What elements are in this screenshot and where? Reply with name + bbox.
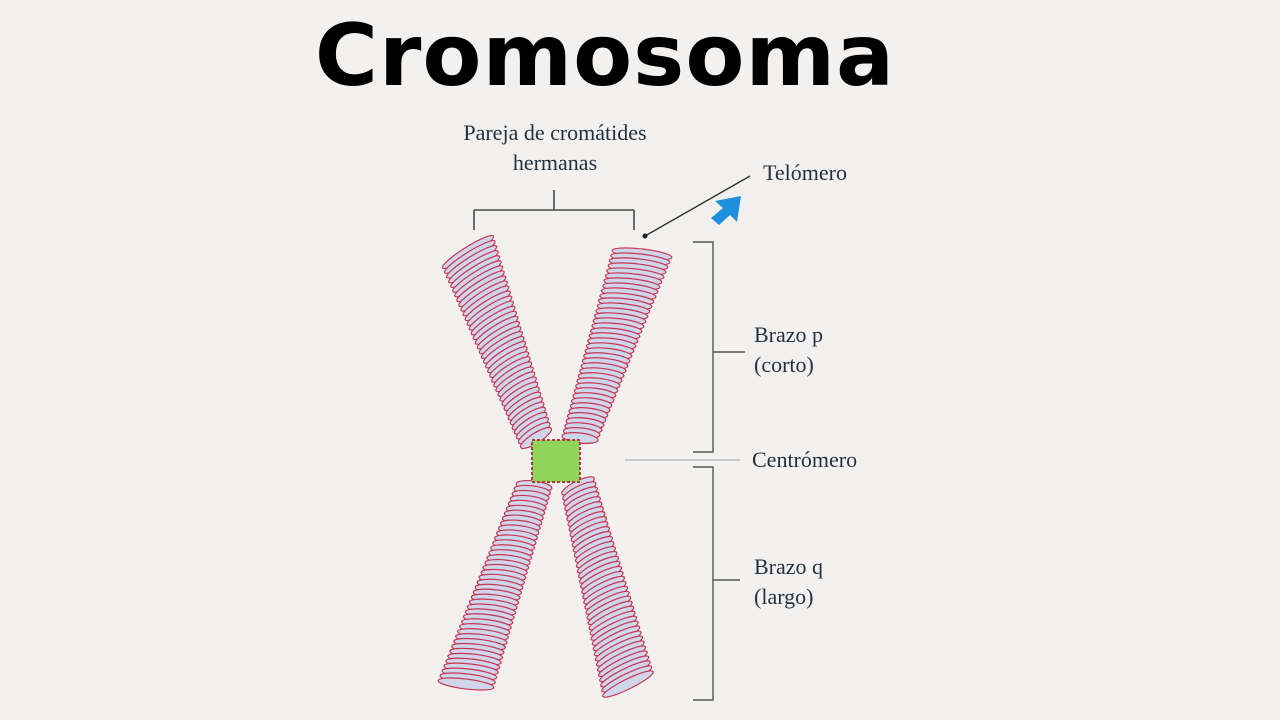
q-arm-label-line1: Brazo q [754, 554, 824, 579]
sister-chromatids-label-line2: hermanas [512, 150, 598, 175]
chromatid-arm-upper-left [441, 234, 553, 450]
q-arm-label: Brazo q (largo) [754, 552, 823, 612]
q-arm-label-line2: (largo) [754, 584, 814, 609]
p-arm-label-line1: Brazo p [754, 322, 824, 347]
sister-chromatids-bracket [473, 190, 635, 230]
telomere-pointer [642, 175, 751, 239]
centromere-block [531, 439, 581, 483]
chromatid-arm-lower-right [561, 476, 654, 698]
chromatid-arm-lower-left [437, 479, 553, 691]
p-arm-bracket [693, 241, 745, 453]
centromere-label: Centrómero [752, 447, 858, 472]
coil-loop [437, 677, 495, 691]
sister-chromatids-label-line1: Pareja de cromátides [463, 120, 647, 145]
p-arm-label: Brazo p (corto) [754, 320, 823, 380]
chromatid-arm-upper-right [561, 247, 673, 444]
page-title: Cromosoma [314, 6, 896, 106]
p-arm-label-line2: (corto) [754, 352, 814, 377]
q-arm-bracket [693, 466, 740, 701]
telomere-label: Telómero [763, 160, 847, 185]
sister-chromatids-label: Pareja de cromátides hermanas [430, 118, 680, 178]
arrow-icon [711, 196, 741, 225]
coil-loop [602, 670, 654, 698]
chromatid-coils [437, 234, 673, 698]
